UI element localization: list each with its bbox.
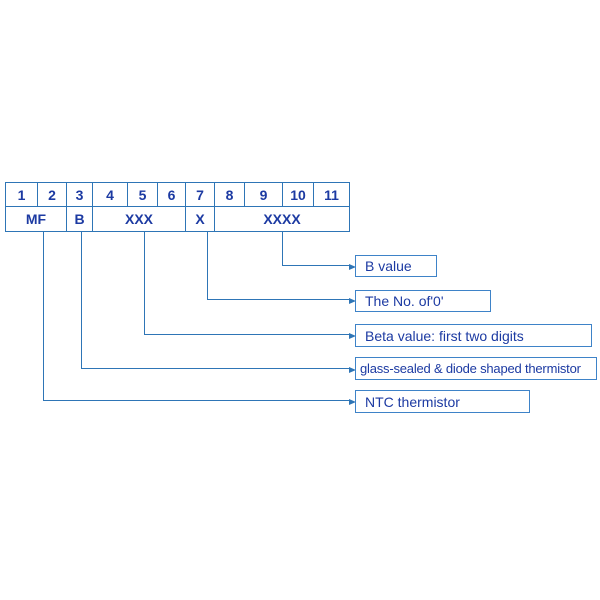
digit-row: 1 2 3 4 5 6 7 8 9 10 11	[6, 183, 349, 207]
group-cell-x: X	[186, 207, 215, 231]
digit-cell-6: 6	[158, 183, 186, 206]
group-cell-xxx: XXX	[93, 207, 186, 231]
digit-cell-4: 4	[93, 183, 128, 206]
arrow-right-icon	[349, 332, 356, 339]
digit-cell-1: 1	[6, 183, 38, 206]
arrow-right-icon	[349, 366, 356, 373]
digit-cell-11: 11	[324, 186, 339, 203]
legend-box-ntc-thermistor: NTC thermistor	[355, 390, 530, 413]
legend-box-no-of-0: The No. of'0'	[355, 290, 491, 312]
group-cell-xxxx: XXXX	[263, 211, 301, 227]
digit-cell-8: 8	[215, 183, 245, 206]
digit-cell-3: 3	[67, 183, 93, 206]
group-row: MF B XXX X XXXX	[6, 207, 349, 231]
connector-b-to-glass-sealed	[81, 232, 356, 373]
connector-xxxx-to-b-value	[282, 232, 356, 270]
connector-mf-to-ntc	[43, 232, 356, 405]
digit-cell-9: 9	[245, 183, 283, 206]
digit-cell-5: 5	[128, 183, 158, 206]
connector-xxx-to-beta-value	[144, 232, 356, 339]
code-table: 1 2 3 4 5 6 7 8 9 10 11 MF B XXX X XXXX	[5, 182, 350, 232]
group-cell-mf: MF	[6, 207, 67, 231]
arrow-right-icon	[349, 263, 356, 270]
arrow-right-icon	[349, 398, 356, 405]
legend-box-glass-sealed: glass-sealed & diode shaped thermistor	[355, 357, 597, 380]
digit-cell-2: 2	[38, 183, 67, 206]
legend-box-b-value: B value	[355, 255, 437, 277]
arrow-right-icon	[349, 297, 356, 304]
legend-box-beta-value: Beta value: first two digits	[355, 324, 592, 347]
digit-cell-7: 7	[186, 183, 215, 206]
connector-x-to-no-of-0	[207, 232, 356, 304]
digit-cell-10: 10	[283, 183, 314, 206]
group-cell-b: B	[67, 207, 93, 231]
